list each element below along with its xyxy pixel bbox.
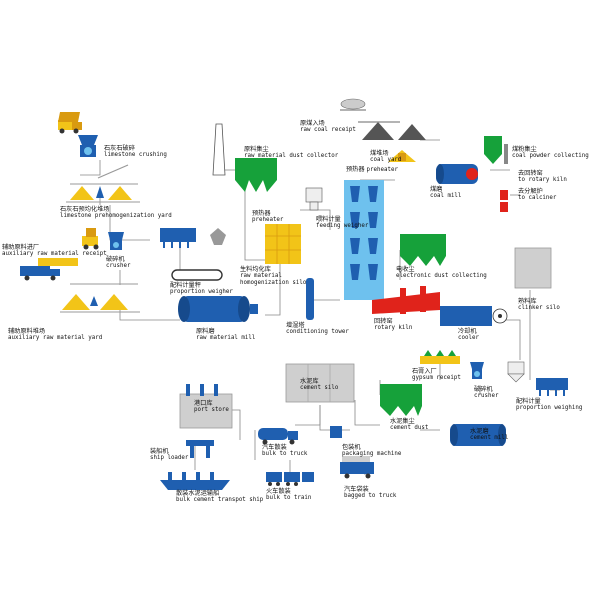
- label-coal-yard: 煤堆场 coal yard: [370, 150, 402, 163]
- label-gypsum-receipt: 石膏入厂 gypsum receipt: [412, 368, 461, 381]
- limestone-belt: [97, 164, 129, 179]
- gypsum-shapes: [420, 350, 460, 364]
- label-ship-loader: 装船机 ship loader: [150, 448, 189, 461]
- small-fan: [305, 187, 323, 211]
- label-crusher-left: 破碎机 crusher: [106, 256, 131, 269]
- gypsum-crusher: [470, 362, 484, 379]
- label-cement-silo: 水泥库 cement silo: [300, 378, 339, 391]
- label-to-rotary-kiln: 去回转窑 to rotary kiln: [518, 170, 567, 183]
- limestone-crusher: [78, 135, 98, 157]
- ship-loader-shape: [186, 440, 214, 458]
- bagged-truck-shape: [340, 456, 374, 479]
- clinker-silo-shape: [514, 247, 552, 289]
- cooler-shape: [440, 306, 508, 326]
- label-bulk-to-train: 火车散装 bulk to train: [266, 488, 312, 501]
- aux-crusher: [108, 232, 124, 250]
- label-limestone-yard: 石灰石预均化堆场 limestone prehomogenization yar…: [60, 206, 172, 219]
- label-proportion-weigher: 配料计量秤 proportion weigher: [170, 282, 233, 295]
- aux-yard-top: [38, 258, 78, 266]
- label-bulk-cement-ship: 散装水泥运输船 bulk cement transpot ship: [176, 490, 264, 503]
- label-preheater-small: 预热器 preheater: [252, 210, 284, 223]
- rotary-kiln-shape: [372, 286, 440, 314]
- label-packaging-machine: 包装机 packaging machine: [342, 444, 402, 457]
- label-coal-receipt: 原煤入场 raw coal receipt: [300, 120, 356, 133]
- label-cooler: 冷却机 cooler: [458, 328, 479, 341]
- chimney: [212, 123, 226, 176]
- proportion-belt: [171, 269, 223, 281]
- label-aux-yard: 辅助原料堆场 auxiliary raw material yard: [8, 328, 103, 341]
- preheater-tower: [344, 180, 384, 300]
- packaging-machine-shape: [330, 426, 342, 438]
- label-aux-receipt: 辅助原料进厂 auxiliary raw material receipt: [2, 244, 107, 257]
- label-bagged-to-truck: 汽车袋装 bagged to truck: [344, 486, 397, 499]
- proportion-weighing-bins: [536, 378, 568, 396]
- limestone-yard-piles: [66, 183, 140, 203]
- label-coal-powder: 煤粉集尘 coal powder collecting: [512, 146, 589, 159]
- label-electronic-dust: 电收尘 electronic dust collecting: [396, 266, 487, 279]
- coal-receipt-shapes: [340, 98, 426, 140]
- small-silo-right: [507, 361, 525, 383]
- label-clinker-silo: 熟料库 clinker silo: [518, 298, 560, 311]
- label-to-calciner: 去分解炉 to calciner: [518, 188, 557, 201]
- bulk-ship-shape: [160, 472, 230, 490]
- aux-truck: [20, 266, 60, 281]
- label-crusher-right: 破碎机 crusher: [474, 386, 499, 399]
- label-raw-dust-collector: 原料集尘 raw material dust collector: [244, 146, 339, 159]
- coal-tanks: [500, 190, 508, 212]
- aux-loader: [82, 228, 99, 250]
- label-feeding-weigher: 喂料计量 feeding weigher: [316, 216, 369, 229]
- raw-dust-collector: [235, 158, 277, 192]
- label-preheater-main: 预热器 preheater: [346, 166, 398, 173]
- label-rotary-kiln: 回转窑 rotary kiln: [374, 318, 413, 331]
- port-store-shape: [179, 384, 233, 429]
- coal-yard-pile: [388, 150, 416, 162]
- conditioning-tower-shape: [306, 278, 314, 320]
- label-cement-mill: 水泥磨 cement mill: [470, 428, 509, 441]
- limestone-truck: [58, 112, 82, 134]
- label-cement-dust: 水泥集尘 cement dust: [390, 418, 429, 431]
- label-raw-mill: 原料磨 raw material mill: [196, 328, 256, 341]
- coal-powder-collector: [484, 136, 508, 164]
- proportion-bins: [160, 228, 226, 248]
- label-proportion-weighing: 配料计量 proportion weighing: [516, 398, 583, 411]
- homogenization-silo: [265, 224, 301, 264]
- raw-mill: [178, 296, 258, 322]
- coal-mill-shape: [436, 164, 478, 184]
- label-port-store: 港口库 port store: [194, 400, 229, 413]
- label-limestone-crushing: 石灰石破碎 limestone crushing: [104, 145, 167, 158]
- cement-silo-shape: [285, 363, 355, 403]
- label-coal-mill: 煤磨 coal mill: [430, 186, 462, 199]
- train-shape: [266, 472, 314, 486]
- bulk-truck-shape: [258, 428, 298, 445]
- label-homogenization-silo: 生料均化库 raw material homogenization silo: [240, 266, 307, 286]
- electronic-dust-shape: [400, 234, 446, 266]
- aux-yard-piles: [60, 283, 140, 313]
- cement-mill-shape: [450, 424, 506, 446]
- label-conditioning-tower: 增湿塔 conditioning tower: [286, 322, 349, 335]
- label-bulk-to-truck: 汽车散装 bulk to truck: [262, 444, 308, 457]
- cement-dust-collector: [380, 384, 422, 416]
